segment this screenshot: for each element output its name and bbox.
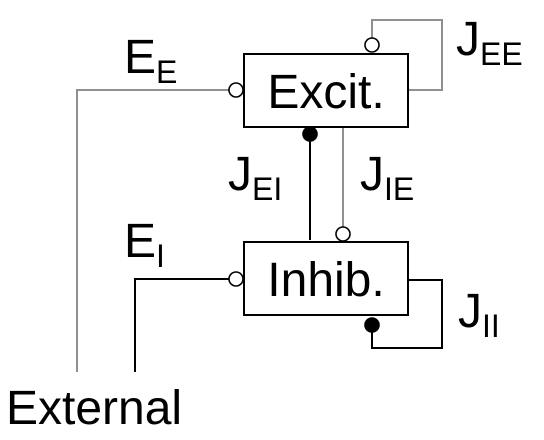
external-to-inhib-wire	[134, 278, 229, 372]
self-loop-ii	[371, 279, 443, 349]
inhibitory-node-label: Inhib.	[267, 254, 384, 307]
inhibitory-node	[243, 241, 409, 316]
j-ee-label: JEE	[456, 13, 523, 72]
j-ei-label: JEI	[228, 148, 282, 207]
external-label: External	[6, 382, 182, 435]
ei-terminal	[302, 126, 318, 142]
ee-terminal	[364, 37, 380, 53]
excitatory-node	[243, 53, 409, 128]
j-ie-label: JIE	[360, 148, 414, 207]
e-excit-label: EE	[124, 31, 177, 90]
e-inhib-label: EI	[124, 215, 165, 274]
ii-terminal	[364, 317, 380, 333]
excit-input-terminal	[228, 82, 244, 98]
ie-terminal	[335, 226, 351, 242]
inhib-input-terminal	[228, 271, 244, 287]
self-loop-ee	[371, 19, 443, 91]
excitatory-node-label: Excit.	[267, 66, 384, 119]
j-ii-label: JII	[458, 285, 500, 344]
external-to-excit-wire	[76, 89, 229, 372]
